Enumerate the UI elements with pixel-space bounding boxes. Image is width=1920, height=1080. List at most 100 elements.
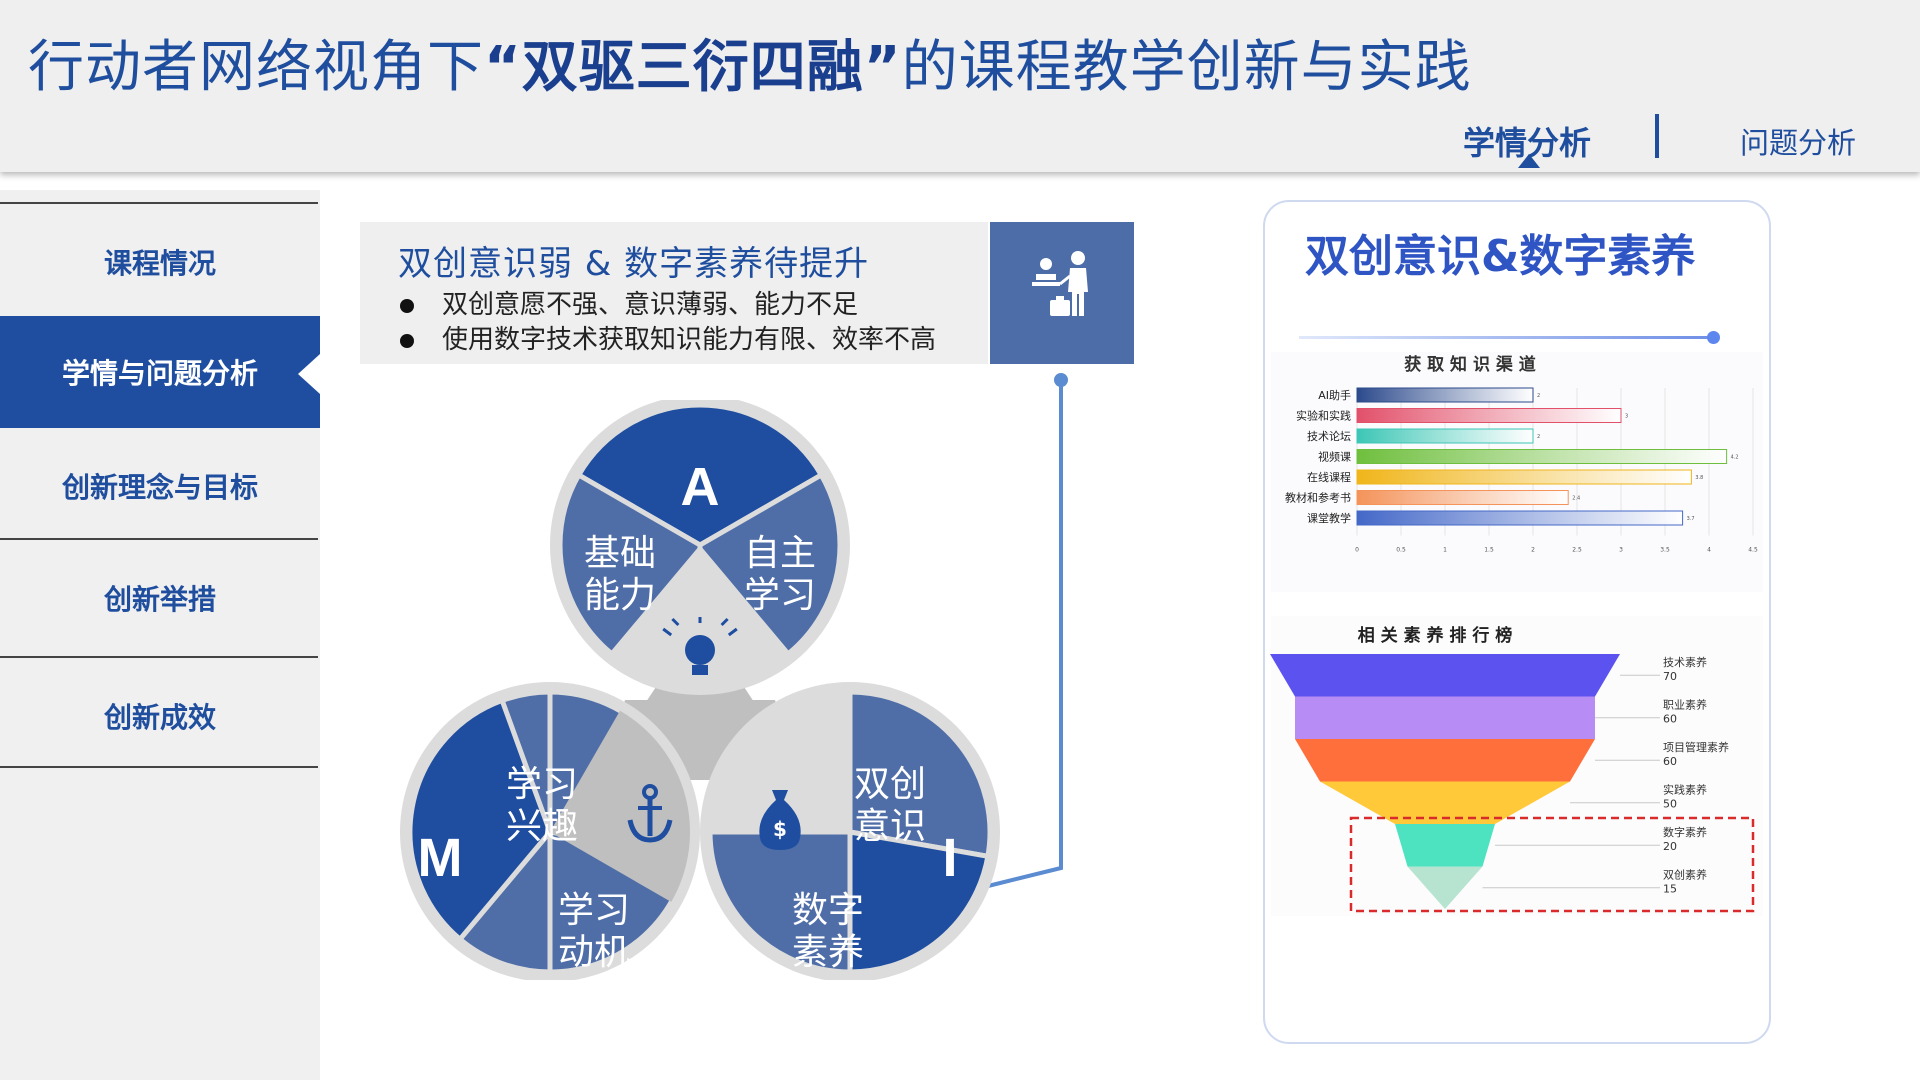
- sidebar-item-label: 学情与问题分析: [61, 357, 258, 390]
- bar-tick-label: 4: [1707, 547, 1711, 554]
- letter-i: I: [942, 828, 957, 888]
- bar-mark: [1356, 387, 1534, 403]
- page-title: 行动者网络视角下“双驱三衍四融”的课程教学创新与实践: [28, 22, 1472, 103]
- bar-tick-label: 1: [1443, 547, 1447, 554]
- sidebar-divider: [0, 538, 318, 540]
- label-digital-1: 数字: [792, 890, 864, 931]
- presentation-icon-box: [990, 222, 1134, 364]
- bar-category-label: 在线课程: [1307, 470, 1351, 484]
- bar-mark: [1356, 408, 1622, 423]
- bulb-ray: [662, 627, 673, 637]
- funnel-chart-title: 相 关 素 养 排 行 榜: [1358, 625, 1513, 646]
- label-self: 自主: [744, 533, 816, 574]
- bullet-dot: [400, 333, 414, 348]
- card-divider-dot: [1707, 331, 1720, 344]
- sidebar-item-course[interactable]: 课程情况: [0, 204, 320, 320]
- bar-mark: [1356, 428, 1534, 444]
- funnel-value-label: 70: [1663, 670, 1677, 683]
- bar-category-label: 课堂教学: [1307, 511, 1351, 525]
- funnel-value-label: 15: [1663, 883, 1677, 896]
- sidebar-item-measures[interactable]: 创新举措: [0, 540, 320, 656]
- sidebar-item-analysis[interactable]: 学情与问题分析: [0, 316, 320, 428]
- tab-problem-analysis[interactable]: 问题分析: [1740, 126, 1857, 160]
- sidebar-item-label: 创新理念与目标: [61, 471, 258, 504]
- issue-bullet: 使用数字技术获取知识能力有限、效率不高: [400, 323, 936, 358]
- card-divider: [1299, 336, 1713, 339]
- segment-letter-m: [407, 697, 553, 943]
- letter-m: M: [418, 828, 463, 888]
- issue-bullet: 双创意愿不强、意识薄弱、能力不足: [400, 288, 936, 323]
- bar-tick-label: 3.5: [1660, 547, 1670, 554]
- bar-tick-label: 2: [1531, 547, 1535, 554]
- bag-knot: [772, 790, 788, 800]
- funnel-layer: [1295, 739, 1595, 782]
- anchor-icon: [627, 784, 673, 843]
- funnel-category-label: 双创素养: [1663, 868, 1707, 882]
- sidebar-item-results[interactable]: 创新成效: [0, 658, 320, 774]
- bulb-ray: [727, 627, 738, 637]
- sidebar-item-label: 创新举措: [103, 583, 216, 616]
- bar-data-label: 3: [1625, 414, 1628, 420]
- presenter-icon: [1032, 251, 1088, 316]
- sidebar-divider: [0, 766, 318, 768]
- funnel-category-label: 技术素养: [1663, 655, 1707, 669]
- bar-tick-label: 0.5: [1396, 547, 1406, 554]
- title-highlight: “双驱三衍四融”: [484, 35, 902, 100]
- active-tab-caret: [1518, 154, 1540, 168]
- label-ability: 能力: [584, 575, 656, 616]
- bar-data-label: 3.7: [1687, 516, 1695, 522]
- label-learn: 学习: [744, 575, 816, 616]
- bar-data-label: 4.2: [1731, 455, 1739, 461]
- sidebar-divider: [0, 202, 318, 204]
- segment-anchor-area: [550, 710, 690, 902]
- bar-tick-label: 4.5: [1748, 547, 1758, 554]
- bar-data-label: 3.8: [1695, 475, 1703, 481]
- funnel-layer: [1270, 654, 1620, 697]
- segment-innovation: [847, 689, 993, 860]
- funnel-layer: [1320, 781, 1570, 824]
- bar-category-label: 教材和参考书: [1285, 491, 1351, 505]
- bulb-base: [692, 665, 708, 675]
- funnel-layer: [1407, 866, 1483, 909]
- bar-mark: [1356, 510, 1684, 526]
- bulb-ray: [720, 617, 729, 627]
- sidebar-item-label: 课程情况: [103, 247, 216, 280]
- funnel-category-label: 项目管理素养: [1663, 740, 1729, 754]
- issue-bullet-list: 双创意愿不强、意识薄弱、能力不足 使用数字技术获取知识能力有限、效率不高: [400, 288, 936, 358]
- bulb-ray: [671, 617, 680, 627]
- money-bag-icon: $: [759, 790, 801, 850]
- bar-mark: [1356, 490, 1569, 505]
- segment-letter-i: [847, 829, 991, 975]
- bar-data-label: 2.4: [1572, 496, 1580, 502]
- bulb-glass: [685, 635, 715, 665]
- bar-tick-label: 2.5: [1572, 547, 1582, 554]
- active-notch: [298, 354, 320, 394]
- bar-mark: [1356, 449, 1728, 464]
- nav-separator: [1655, 114, 1659, 158]
- label-motive-1: 学习: [558, 890, 630, 931]
- bar-tick-label: 1.5: [1484, 547, 1494, 554]
- funnel-layer: [1395, 824, 1495, 867]
- letter-a: A: [681, 457, 720, 517]
- label-innov-1: 双创: [854, 764, 926, 805]
- funnel-layer: [1295, 696, 1595, 739]
- bag-body: [759, 800, 801, 850]
- issue-bullet-text: 使用数字技术获取知识能力有限、效率不高: [442, 325, 937, 355]
- bullet-dot: [400, 298, 414, 313]
- issue-panel: 双创意识弱 & 数字素养待提升 双创意愿不强、意识薄弱、能力不足 使用数字技术获…: [360, 222, 988, 364]
- dollar-sign: $: [773, 817, 787, 841]
- funnel-value-label: 20: [1663, 840, 1677, 853]
- segment-moneybag-area: [710, 692, 850, 832]
- bar-mark: [1356, 469, 1692, 485]
- issue-bullet-text: 双创意愿不强、意识薄弱、能力不足: [442, 290, 859, 320]
- sidebar: 课程情况 学情与问题分析 创新理念与目标 创新举措 创新成效: [0, 190, 320, 1080]
- sidebar-divider: [0, 656, 318, 658]
- funnel-value-label: 60: [1663, 755, 1677, 768]
- header-bar: 行动者网络视角下“双驱三衍四融”的课程教学创新与实践 学情分析 问题分析: [0, 0, 1920, 172]
- sidebar-item-concept[interactable]: 创新理念与目标: [0, 428, 320, 544]
